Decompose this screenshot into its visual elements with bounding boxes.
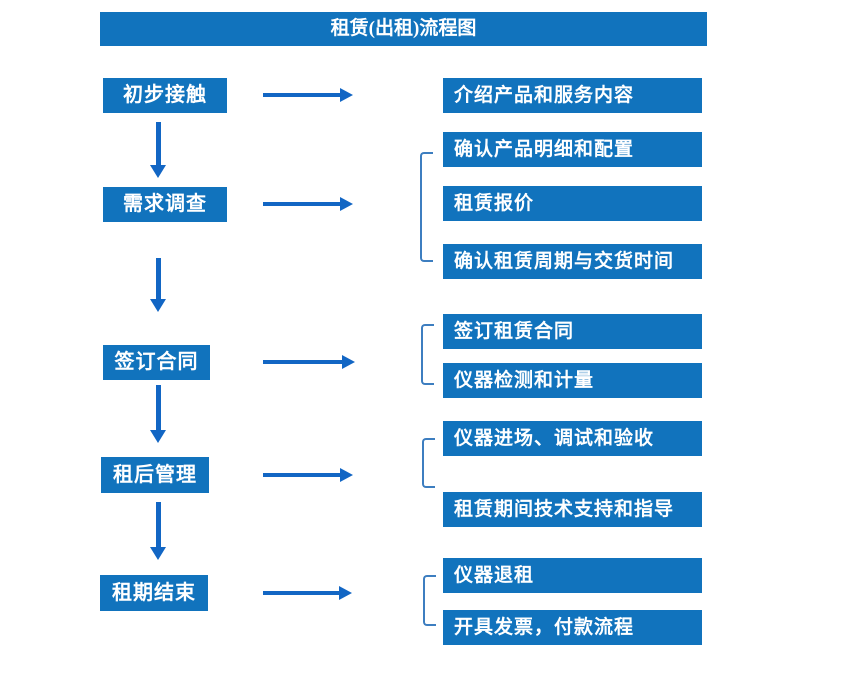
group-bracket-icon — [421, 324, 434, 385]
arrow-shaft — [263, 202, 342, 206]
step-demand-survey: 需求调查 — [103, 187, 227, 222]
arrow-head — [340, 197, 353, 211]
detail-rental-quote: 租赁报价 — [443, 186, 702, 221]
arrow-shaft — [263, 591, 341, 595]
right-arrow-icon — [263, 88, 353, 102]
flowchart-title: 租赁(出租)流程图 — [100, 12, 707, 46]
detail-instrument-testing: 仪器检测和计量 — [443, 363, 702, 398]
down-arrow-icon — [150, 385, 166, 443]
step-rental-end: 租期结束 — [100, 575, 208, 611]
arrow-head — [150, 547, 166, 560]
down-arrow-icon — [150, 122, 166, 178]
down-arrow-icon — [150, 258, 166, 312]
group-bracket-icon — [420, 152, 433, 262]
arrow-shaft — [155, 258, 161, 299]
arrow-head — [342, 355, 355, 369]
down-arrow-icon — [150, 502, 166, 560]
arrow-head — [339, 586, 352, 600]
detail-rental-tech-support: 租赁期间技术支持和指导 — [443, 492, 702, 527]
arrow-shaft — [155, 122, 161, 165]
arrow-shaft — [263, 360, 344, 364]
step-post-rental-management: 租后管理 — [101, 457, 209, 493]
arrow-shaft — [263, 93, 342, 97]
detail-introduce-products: 介绍产品和服务内容 — [443, 78, 702, 113]
arrow-head — [150, 165, 166, 178]
step-sign-contract: 签订合同 — [103, 345, 210, 380]
arrow-shaft — [155, 385, 161, 430]
right-arrow-icon — [263, 468, 353, 482]
arrow-head — [340, 468, 353, 482]
arrow-shaft — [263, 473, 342, 477]
arrow-head — [150, 299, 166, 312]
detail-instrument-return: 仪器退租 — [443, 558, 702, 593]
arrow-head — [340, 88, 353, 102]
detail-confirm-product-config: 确认产品明细和配置 — [443, 132, 702, 167]
step-initial-contact: 初步接触 — [103, 78, 227, 113]
group-bracket-icon — [422, 438, 435, 488]
right-arrow-icon — [263, 355, 355, 369]
group-bracket-icon — [423, 575, 436, 626]
detail-sign-rental-contract: 签订租赁合同 — [443, 314, 702, 349]
right-arrow-icon — [263, 586, 352, 600]
detail-instrument-setup-acceptance: 仪器进场、调试和验收 — [443, 421, 702, 456]
detail-invoice-payment: 开具发票，付款流程 — [443, 610, 702, 645]
detail-confirm-rental-period: 确认租赁周期与交货时间 — [443, 244, 702, 279]
right-arrow-icon — [263, 197, 353, 211]
arrow-shaft — [155, 502, 161, 547]
arrow-head — [150, 430, 166, 443]
